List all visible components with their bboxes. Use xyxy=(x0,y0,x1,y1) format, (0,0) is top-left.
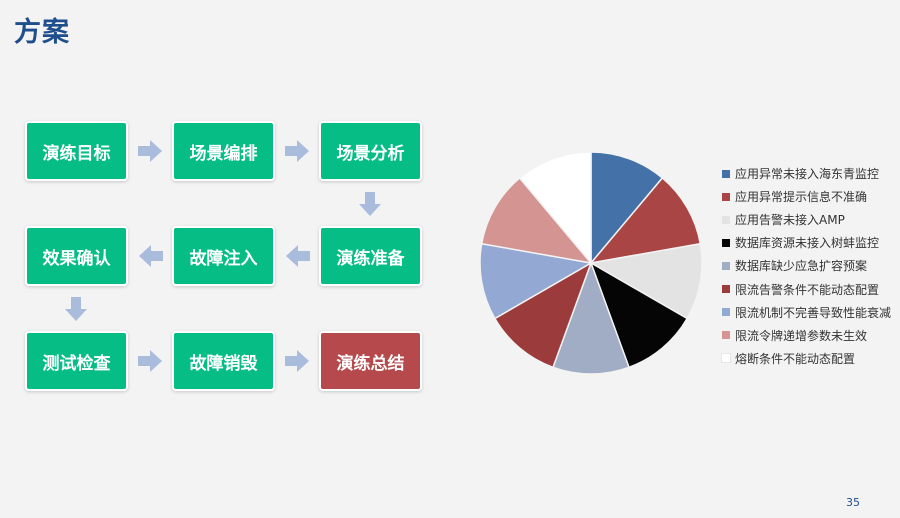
step-fault-destroy[interactable]: 故障销毁 xyxy=(172,331,275,391)
legend-item: 限流令牌递增参数未生效 xyxy=(722,324,891,347)
step-effect-confirmation[interactable]: 效果确认 xyxy=(25,226,128,286)
legend-item: 数据库资源未接入树蚌监控 xyxy=(722,231,891,254)
page-number: 35 xyxy=(846,496,860,509)
arrow-right-icon xyxy=(285,350,309,372)
pie-slice xyxy=(589,261,689,369)
arrow-down-icon xyxy=(65,297,87,321)
legend-label: 应用告警未接入AMP xyxy=(735,213,845,228)
step-drill-goal[interactable]: 演练目标 xyxy=(25,121,128,181)
pie-slice xyxy=(590,151,664,266)
legend-item: 应用异常未接入海东青监控 xyxy=(722,162,891,185)
step-scenario-orchestration[interactable]: 场景编排 xyxy=(172,121,275,181)
pie-slice xyxy=(493,261,593,369)
legend-label: 限流令牌递增参数未生效 xyxy=(735,328,868,343)
step-test-check[interactable]: 测试检查 xyxy=(25,331,128,391)
legend-item: 限流告警条件不能动态配置 xyxy=(722,277,891,300)
legend-swatch xyxy=(722,169,730,178)
legend-label: 应用异常提示信息不准确 xyxy=(735,190,868,205)
legend-label: 限流机制不完善导致性能衰减 xyxy=(735,305,892,320)
step-scenario-analysis[interactable]: 场景分析 xyxy=(319,121,422,181)
legend-swatch xyxy=(722,285,730,294)
pie-slice xyxy=(552,260,630,375)
arrow-right-icon xyxy=(138,140,162,162)
arrow-right-icon xyxy=(138,350,162,372)
legend-swatch xyxy=(722,192,730,201)
legend-item: 数据库缺少应急扩容预案 xyxy=(722,254,891,277)
legend-item: 应用异常提示信息不准确 xyxy=(722,185,891,208)
arrow-left-icon xyxy=(139,245,163,267)
legend-label: 数据库缺少应急扩容预案 xyxy=(735,259,868,274)
step-fault-injection[interactable]: 故障注入 xyxy=(172,226,275,286)
legend-label: 应用异常未接入海东青监控 xyxy=(735,167,880,182)
legend-label: 限流告警条件不能动态配置 xyxy=(735,282,880,297)
legend-swatch xyxy=(722,238,730,247)
legend-swatch xyxy=(722,308,730,317)
pie-slice xyxy=(480,176,593,265)
legend-item: 应用告警未接入AMP xyxy=(722,208,891,231)
legend-swatch xyxy=(721,353,731,364)
step-drill-preparation[interactable]: 演练准备 xyxy=(319,226,422,286)
pie-chart xyxy=(479,151,703,375)
pie-slice xyxy=(588,242,703,320)
pie-slice xyxy=(518,151,592,266)
legend-swatch xyxy=(722,215,730,224)
legend-label: 数据库资源未接入树蚌监控 xyxy=(735,236,880,251)
arrow-down-icon xyxy=(359,192,381,216)
legend-item: 限流机制不完善导致性能衰减 xyxy=(722,301,891,324)
arrow-right-icon xyxy=(285,140,309,162)
legend-swatch xyxy=(722,331,730,340)
legend-label: 熔断条件不能动态配置 xyxy=(735,351,856,366)
legend-swatch xyxy=(722,261,730,270)
chart-legend: 应用异常未接入海东青监控 应用异常提示信息不准确 应用告警未接入AMP 数据库资… xyxy=(721,162,891,370)
page-title: 方案 xyxy=(14,17,70,48)
step-drill-summary[interactable]: 演练总结 xyxy=(319,331,422,391)
pie-slice xyxy=(479,242,594,320)
pie-slice xyxy=(589,176,702,265)
arrow-left-icon xyxy=(286,245,310,267)
legend-item: 熔断条件不能动态配置 xyxy=(721,347,891,370)
